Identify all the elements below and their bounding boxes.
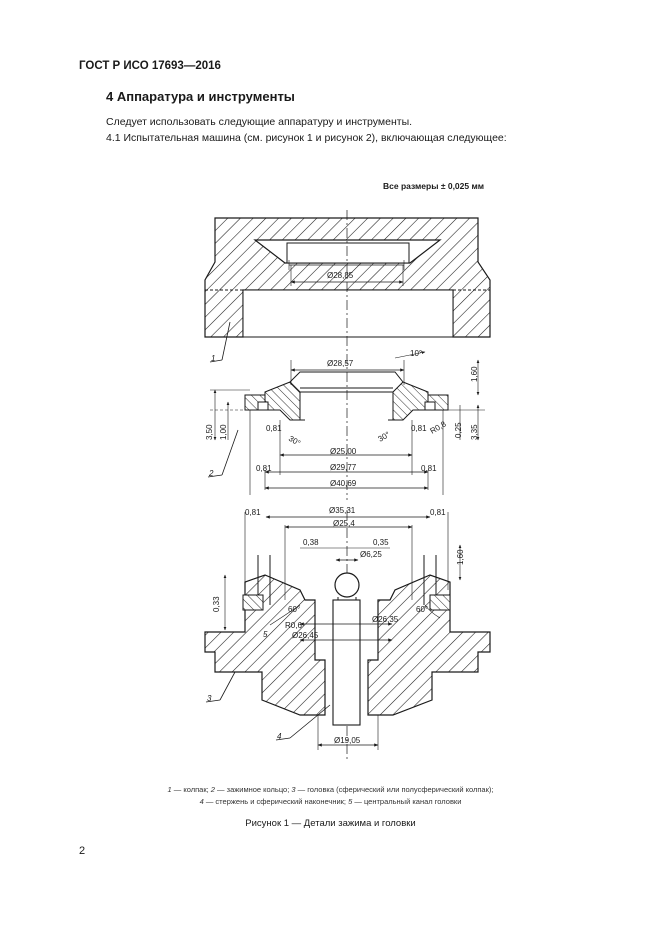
section-title: 4 Аппаратура и инструменты xyxy=(106,89,295,104)
figure-legend-line-1: 1 — колпак; 2 — зажимное кольцо; 3 — гол… xyxy=(0,785,661,794)
dim-v081-lower-left: 0,81 xyxy=(256,464,272,473)
dim-d2885: Ø28,85 xyxy=(327,271,354,280)
legend-num-3: 3 xyxy=(291,785,296,794)
dim-d2857: Ø28,57 xyxy=(327,359,354,368)
dim-h350: 3,50 xyxy=(205,424,214,440)
legend-num-5: 5 xyxy=(348,797,353,806)
dim-h100: 1,00 xyxy=(219,424,228,440)
paragraph-4-1: 4.1 Испытательная машина (см. рисунок 1 … xyxy=(106,132,507,144)
legend-text-5: — центральный канал головки xyxy=(352,797,462,806)
figure-legend-line-2: 4 — стержень и сферический наконечник; 5… xyxy=(0,797,661,806)
cap-part xyxy=(204,217,491,338)
dim-d2645: Ø26,45 xyxy=(292,631,319,640)
head-part xyxy=(204,510,491,760)
callout-2: 2 xyxy=(208,469,214,478)
dim-ang30-right: 30° xyxy=(377,430,392,444)
dim-v025: 0,25 xyxy=(454,422,463,438)
dim-ang30-left: 30° xyxy=(287,434,302,448)
page-number: 2 xyxy=(79,845,86,857)
document-header: ГОСТ Р ИСО 17693—2016 xyxy=(79,60,221,72)
dim-v038: 0,38 xyxy=(303,538,319,547)
dim-r06: R0,6 xyxy=(285,621,302,630)
legend-num-4: 4 xyxy=(199,797,204,806)
dim-v081-head-left: 0,81 xyxy=(245,508,261,517)
dim-d2635: Ø26,35 xyxy=(372,615,399,624)
dim-ang60-right: 60° xyxy=(416,605,428,614)
dim-r08: R0,8 xyxy=(429,419,449,436)
legend-text-1: — колпак; xyxy=(171,785,211,794)
legend-text-4: — стержень и сферический наконечник; xyxy=(203,797,349,806)
dim-v035: 0,35 xyxy=(373,538,389,547)
callout-4: 4 xyxy=(277,732,282,741)
figure-tolerance-note: Все размеры ± 0,025 мм xyxy=(383,181,485,191)
dim-d254: Ø25,4 xyxy=(333,519,355,528)
dim-v081-left: 0,81 xyxy=(266,424,282,433)
dim-ang60-left: 60° xyxy=(288,605,300,614)
dim-ang10: 10° xyxy=(410,349,422,358)
figure-caption: Рисунок 1 — Детали зажима и головки xyxy=(245,818,416,829)
legend-text-2: — зажимное кольцо; xyxy=(214,785,292,794)
paragraph-intro: Следует использовать следующие аппаратур… xyxy=(106,116,413,128)
callout-3: 3 xyxy=(207,694,212,703)
dim-d1905: Ø19,05 xyxy=(334,736,361,745)
callout-1: 1 xyxy=(211,354,215,363)
dim-v033: 0,33 xyxy=(212,596,221,612)
dim-d2500: Ø25,00 xyxy=(330,447,357,456)
legend-num-1: 1 xyxy=(167,785,172,794)
dim-v335: 3,35 xyxy=(470,424,479,440)
clamp-ring-part xyxy=(210,351,485,495)
legend-num-2: 2 xyxy=(210,785,215,794)
dim-d2977: Ø29,77 xyxy=(330,463,357,472)
dim-v081-right: 0,81 xyxy=(411,424,427,433)
dim-d625: Ø6,25 xyxy=(360,550,382,559)
dim-d3531: Ø35,31 xyxy=(329,506,356,515)
dim-h160a: 1,60 xyxy=(470,366,479,382)
dim-v081-head-right: 0,81 xyxy=(430,508,446,517)
dim-d4069: Ø40,69 xyxy=(330,479,357,488)
dim-v081-lower-right: 0,81 xyxy=(421,464,437,473)
legend-text-3: — головка (сферический или полусферическ… xyxy=(295,785,494,794)
dim-h160b: 1,60 xyxy=(456,549,465,565)
callout-5: 5 xyxy=(263,630,268,639)
